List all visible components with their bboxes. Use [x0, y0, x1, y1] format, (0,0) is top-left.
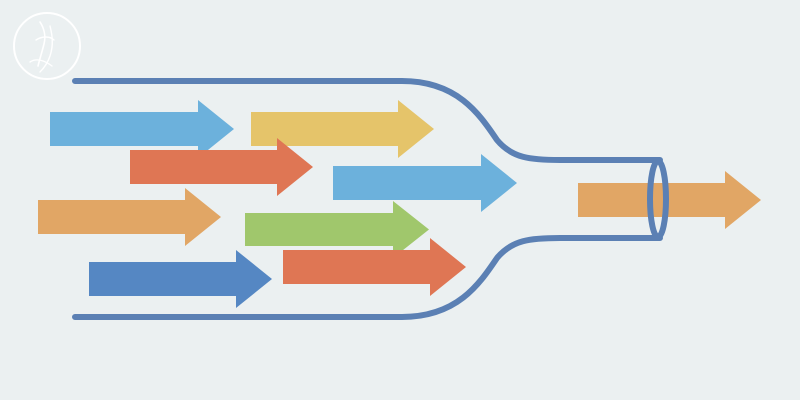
bottle-mouth: [647, 158, 669, 240]
arrow-tan-exit: [578, 171, 761, 229]
arrows-group: [38, 100, 761, 308]
arrow-sky-blue-center: [333, 154, 517, 212]
arrow-coral-lower: [283, 238, 466, 296]
bottle-icon: [72, 78, 663, 320]
signature-logo-icon: [13, 12, 81, 80]
arrow-green: [245, 201, 429, 258]
arrow-coral-upper: [130, 138, 313, 196]
arrow-steel-blue: [89, 250, 272, 308]
arrow-mustard: [251, 100, 434, 158]
arrow-tan-left: [38, 188, 221, 246]
arrow-sky-blue-upper: [50, 100, 234, 158]
